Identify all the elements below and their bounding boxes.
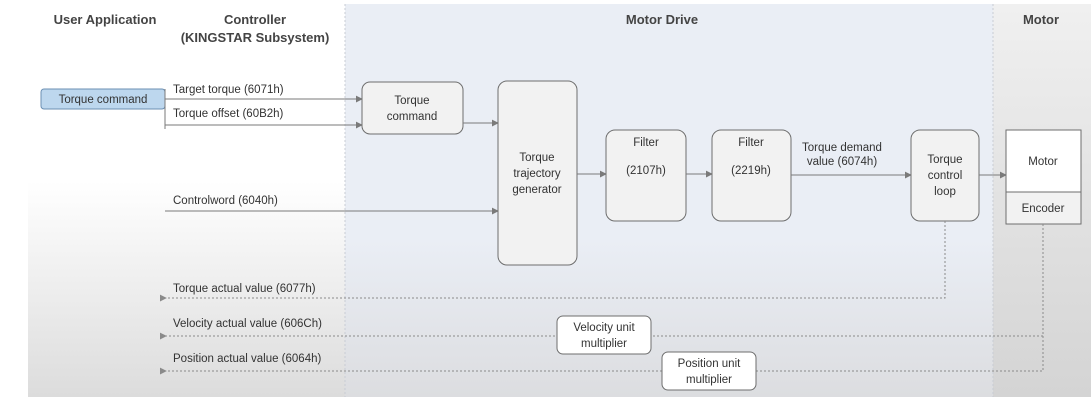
signal-velocity-actual: Velocity actual value (606Ch): [173, 318, 322, 330]
header-controller-subsystem: (KINGSTAR Subsystem): [181, 30, 330, 45]
position-feedback-line: [159, 224, 1044, 375]
signal-target-torque: Target torque (6071h): [173, 84, 284, 96]
filter1-line2: (2107h): [626, 165, 666, 177]
signal-torque-demand-line2: value (6074h): [807, 156, 877, 168]
header-controller: Controller: [224, 12, 286, 27]
control-loop-line1: Torque: [927, 154, 962, 166]
header-user-application: User Application: [54, 12, 157, 27]
signal-torque-actual: Torque actual value (6077h): [173, 283, 316, 295]
torque-command-input-label: Torque command: [59, 94, 148, 106]
motor-block-label: Motor: [1028, 156, 1058, 168]
trajectory-line1: Torque: [519, 152, 554, 164]
control-loop-line2: control: [928, 170, 963, 182]
torque-command-line1: Torque: [394, 95, 429, 107]
header-motor-drive: Motor Drive: [626, 12, 698, 27]
filter2-line2: (2219h): [731, 165, 771, 177]
header-motor: Motor: [1023, 12, 1059, 27]
torque-command-block: [361, 81, 464, 135]
trajectory-line2: trajectory: [513, 168, 561, 180]
filter-2107h-block: [605, 129, 687, 222]
encoder-block: [1005, 191, 1082, 225]
torque-feedback-line: [159, 221, 946, 302]
position-multiplier-line1: Position unit: [678, 358, 741, 370]
filter2-line1: Filter: [738, 137, 764, 149]
position-multiplier-line2: multiplier: [686, 374, 732, 386]
position-unit-multiplier-block: [661, 351, 757, 391]
control-loop-line3: loop: [934, 186, 956, 198]
velocity-multiplier-line1: Velocity unit: [573, 322, 635, 334]
motor-block: [1005, 129, 1082, 193]
velocity-unit-multiplier-block: [556, 315, 652, 355]
signal-controlword: Controlword (6040h): [173, 195, 278, 207]
controller-region: [28, 4, 345, 397]
filter1-line1: Filter: [633, 137, 659, 149]
torque-trajectory-generator-block: [497, 80, 578, 266]
signal-torque-demand-line1: Torque demand: [802, 142, 882, 154]
trajectory-line3: generator: [512, 184, 561, 196]
signal-torque-offset: Torque offset (60B2h): [173, 108, 284, 120]
encoder-block-label: Encoder: [1022, 203, 1065, 215]
torque-command-line2: command: [387, 111, 438, 123]
velocity-multiplier-line2: multiplier: [581, 338, 627, 350]
signal-position-actual: Position actual value (6064h): [173, 353, 321, 365]
